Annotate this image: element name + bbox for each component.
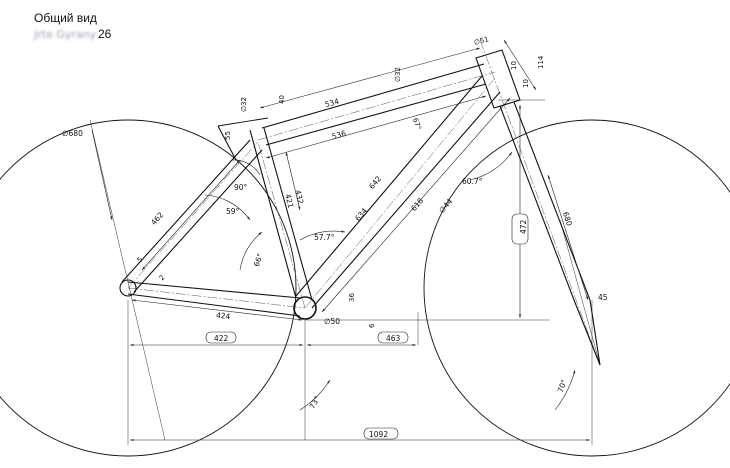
label-seat-top-dia: ∅32 <box>240 97 248 112</box>
label-down-618: 618 <box>409 196 425 213</box>
label-bb-6: 6 <box>368 323 376 328</box>
label-horiz-463: 463 <box>386 334 401 343</box>
label-down-642: 642 <box>367 174 383 191</box>
label-seat-421: 421 <box>283 193 295 209</box>
chain-stay <box>127 281 301 317</box>
dim-box-1092 <box>363 427 399 440</box>
label-head-dia: ∅51 <box>473 35 490 47</box>
front-wheel <box>423 119 730 457</box>
label-bb-dia: ∅50 <box>324 317 340 326</box>
label-seat-432: 432 <box>293 189 305 205</box>
label-head-10b: 10 <box>522 79 530 88</box>
label-horiz-422: 422 <box>214 334 229 343</box>
label-seat-40: 40 <box>278 95 286 104</box>
label-angle-66: 66° <box>252 252 265 268</box>
label-head-114: 114 <box>537 55 545 69</box>
label-down-634: 634 <box>353 206 369 223</box>
label-stay-462: 462 <box>149 210 165 227</box>
top-tube <box>261 63 487 146</box>
rear-wheel <box>0 119 297 457</box>
dim-box-472 <box>511 213 529 245</box>
dim-box-463 <box>377 331 409 344</box>
label-angle-59: 59° <box>226 207 240 216</box>
label-angle-67: 67° <box>411 117 423 131</box>
dimension-lines <box>91 39 590 442</box>
label-angle-90: 90° <box>234 183 248 192</box>
label-angle-73: 73° <box>307 394 322 410</box>
dim-box-422 <box>205 331 237 344</box>
label-wheel-dia: ∅680 <box>62 129 83 138</box>
label-angle-70: 70° <box>556 378 569 394</box>
label-angle-57-7: 57.7° <box>314 233 335 242</box>
label-chain-424: 424 <box>216 311 231 321</box>
label-top-dia: ∅32 <box>394 67 402 82</box>
label-head-10a: 10 <box>510 61 518 70</box>
label-wheelbase: 1092 <box>369 430 388 439</box>
drawing-title: Общий вид <box>34 11 97 25</box>
label-fork-45: 45 <box>598 293 608 302</box>
down-tube <box>295 75 501 309</box>
label-fork-680: 680 <box>561 211 574 228</box>
label-top-534: 534 <box>324 97 340 109</box>
frame-size-label: 26 <box>98 27 112 41</box>
label-stay-5: 5 <box>136 255 145 264</box>
label-stay-2: 2 <box>158 273 167 282</box>
blurred-model-name: Jrte Gyrany <box>33 28 97 41</box>
label-vert-472: 472 <box>519 219 528 234</box>
rear-hub <box>119 279 137 297</box>
label-angle-60-7: 60.7° <box>462 177 483 186</box>
label-down-dia: ∅44 <box>437 197 454 215</box>
label-seat-55: 55 <box>224 131 232 140</box>
label-bb-36: 36 <box>348 293 356 302</box>
head-tube <box>475 49 521 109</box>
label-top-536: 536 <box>331 129 347 141</box>
